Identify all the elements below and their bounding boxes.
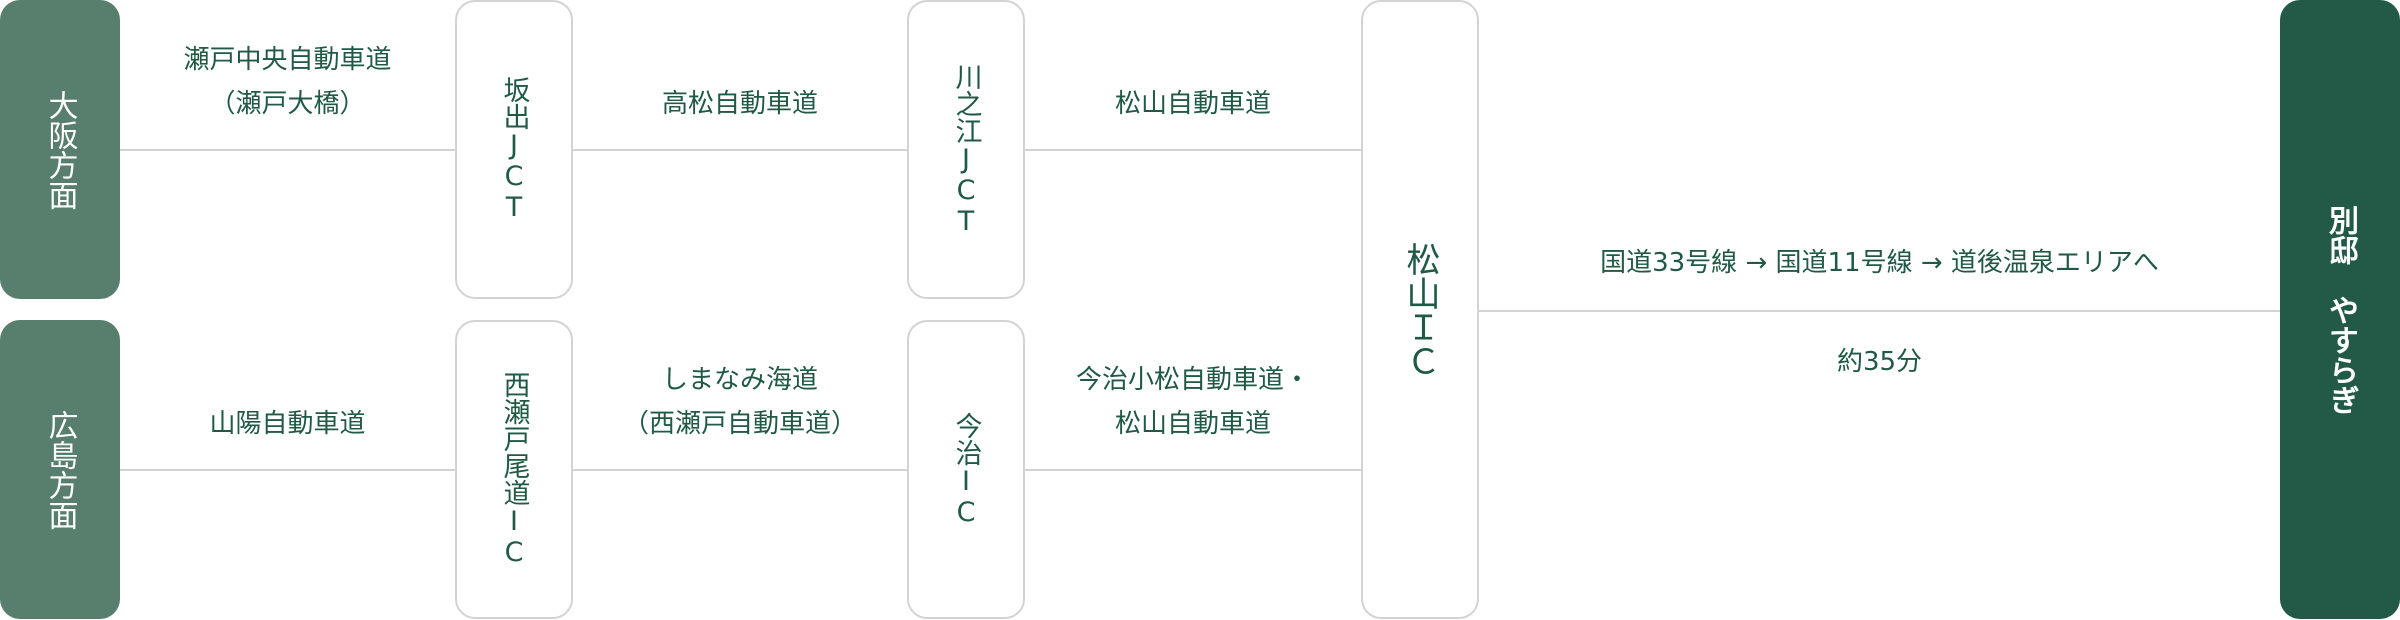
segment-label-imabari-komatsu: 今治小松自動車道・ 松山自動車道 xyxy=(1025,358,1361,446)
node-kawanoe-jct: 川之江JCT xyxy=(907,0,1025,299)
node-sakaide-jct-label: 坂出JCT xyxy=(498,76,530,223)
segment-label-takamatsu: 高松自動車道 xyxy=(573,82,907,126)
node-matsuyama-ic-label: 松山ＩＣ xyxy=(1400,241,1440,378)
origin-hiroshima: 広島方面 xyxy=(0,320,120,619)
node-nishiseto-onomichi-ic: 西瀬戸尾道IC xyxy=(455,320,573,619)
route-line-hiroshima-3 xyxy=(1025,469,1361,471)
segment-label-shimanami: しまなみ海道 （西瀬戸自動車道） xyxy=(573,358,907,446)
node-matsuyama-ic: 松山ＩＣ xyxy=(1361,0,1479,619)
node-imabari-ic-label: 今治IC xyxy=(950,411,982,528)
segment-label-matsuyama: 松山自動車道 xyxy=(1025,82,1361,126)
node-nishiseto-onomichi-ic-label: 西瀬戸尾道IC xyxy=(498,371,530,568)
segment-label-line2: 松山自動車道 xyxy=(1114,409,1271,439)
segment-label-line1: 松山自動車道 xyxy=(1114,89,1271,119)
node-sakaide-jct: 坂出JCT xyxy=(455,0,573,299)
route-line-hiroshima-2 xyxy=(573,469,907,471)
segment-label-line1: 山陽自動車道 xyxy=(209,409,366,439)
segment-label-line2: （瀬戸大橋） xyxy=(209,89,366,119)
segment-label-line2: （西瀬戸自動車道） xyxy=(622,409,857,439)
segment-label-line1: 高松自動車道 xyxy=(661,89,818,119)
segment-label-line1: 瀬戸中央自動車道 xyxy=(183,45,392,75)
segment-label-seto-chuo: 瀬戸中央自動車道 （瀬戸大橋） xyxy=(120,38,455,126)
segment-label-line1: しまなみ海道 xyxy=(661,365,818,395)
node-imabari-ic: 今治IC xyxy=(907,320,1025,619)
route-line-hiroshima-1 xyxy=(120,469,455,471)
final-route-label: 国道33号線 → 国道11号線 → 道後温泉エリアへ xyxy=(1600,248,2159,278)
route-line-osaka-3 xyxy=(1025,149,1361,151)
segment-label-sanyo: 山陽自動車道 xyxy=(120,402,455,446)
origin-osaka: 大阪方面 xyxy=(0,0,120,299)
destination-box: 別邸 やすらぎ xyxy=(2280,0,2400,619)
final-duration-label: 約35分 xyxy=(1836,347,1923,377)
node-kawanoe-jct-label: 川之江JCT xyxy=(950,62,982,237)
segment-label-line1: 今治小松自動車道・ xyxy=(1075,365,1310,395)
origin-osaka-label: 大阪方面 xyxy=(42,89,78,210)
route-line-osaka-1 xyxy=(120,149,455,151)
route-line-osaka-2 xyxy=(573,149,907,151)
route-line-final xyxy=(1479,310,2280,312)
destination-label: 別邸 やすらぎ xyxy=(2323,204,2358,415)
origin-hiroshima-label: 広島方面 xyxy=(42,409,78,530)
